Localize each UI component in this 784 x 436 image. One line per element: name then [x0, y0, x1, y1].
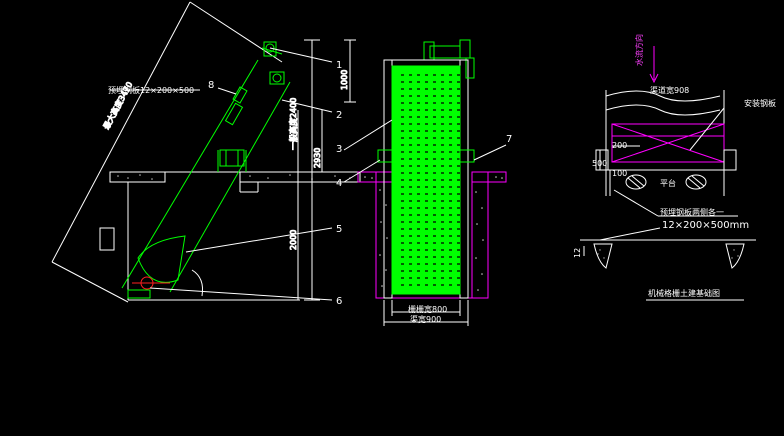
channel-width-label: 渠道宽908	[650, 85, 689, 95]
dim-500: 500	[592, 159, 607, 168]
dim-vertical-1: 一般高度2400	[288, 98, 298, 150]
platform-label: 平台	[660, 178, 676, 188]
embed-plate-size: 12×200×500mm	[662, 220, 749, 231]
foundation-title: 机械格栅土建基础图	[648, 288, 720, 298]
dim-12: 12	[573, 248, 582, 258]
dim-vertical-2: 2000	[289, 230, 298, 250]
callout-1: 1	[336, 60, 342, 71]
width-outer-label: 渠宽900	[410, 314, 441, 324]
embed-plate-label: 预埋钢板两侧各一	[660, 207, 724, 217]
front-elevation-view	[343, 39, 507, 326]
dim-vertical-3: 2930	[313, 148, 322, 168]
callout-3: 3	[336, 144, 342, 155]
dim-top-right: 1000	[340, 70, 349, 90]
callout-4: 4	[336, 178, 342, 189]
side-elevation-view: 最大高度3470	[51, 1, 361, 303]
callout-5: 5	[336, 224, 342, 235]
embed-plate-label-left: 预埋钢板12×200×500	[108, 85, 194, 95]
callout-7: 7	[506, 134, 512, 145]
callout-8: 8	[208, 80, 214, 91]
callout-6: 6	[336, 296, 342, 307]
dim-200: 200	[612, 141, 627, 150]
dim-100: 100	[612, 169, 627, 178]
embed-detail-label: 安装钢板	[744, 98, 776, 108]
callout-2: 2	[336, 110, 342, 121]
width-inner-label: 栅栅宽800	[408, 304, 447, 314]
flow-direction-label: 水流方向	[634, 34, 644, 66]
foundation-plan-view	[580, 46, 756, 269]
